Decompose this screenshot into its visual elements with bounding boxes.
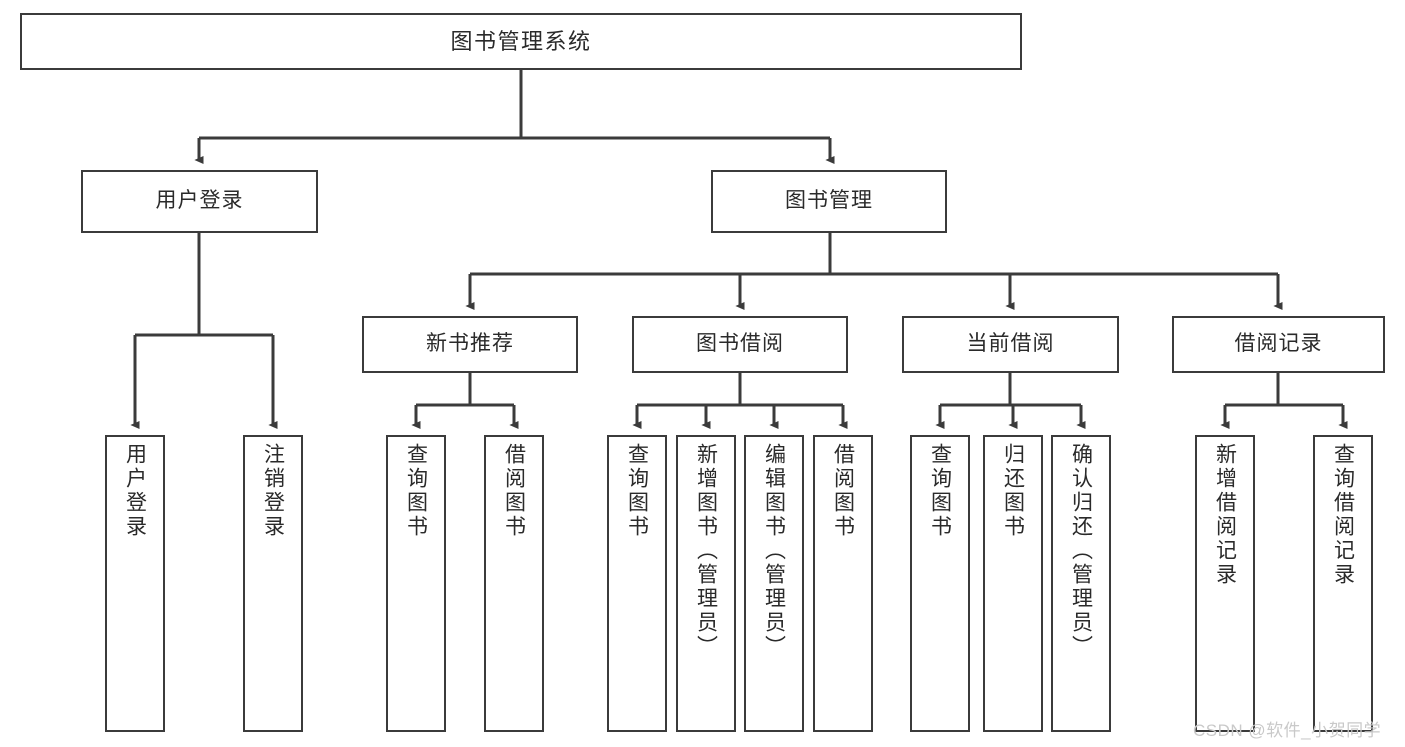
node-label: 图书借阅 <box>696 332 784 356</box>
node-label: 新增借阅记录 <box>1213 443 1237 587</box>
node-label: 注销登录 <box>261 443 285 539</box>
node-book-management[interactable]: 图书管理 <box>711 170 947 233</box>
node-book-borrow[interactable]: 图书借阅 <box>632 316 848 373</box>
node-label: 新书推荐 <box>426 332 514 356</box>
node-root-system[interactable]: 图书管理系统 <box>20 13 1022 70</box>
csdn-watermark: CSDN @软件_小贺同学 <box>1193 721 1382 740</box>
node-leaf-confirm-return-admin[interactable]: 确认归还（管理员） <box>1051 435 1111 732</box>
node-label: 用户登录 <box>155 189 244 213</box>
node-label: 图书管理系统 <box>450 28 592 54</box>
node-label: 图书管理 <box>785 189 873 213</box>
node-label: 借阅图书 <box>502 443 526 539</box>
node-borrow-record[interactable]: 借阅记录 <box>1172 316 1385 373</box>
node-leaf-borrow-book-2[interactable]: 借阅图书 <box>813 435 873 732</box>
node-leaf-borrow-book-1[interactable]: 借阅图书 <box>484 435 544 732</box>
node-label: 查询图书 <box>625 443 649 539</box>
node-leaf-add-book-admin[interactable]: 新增图书（管理员） <box>676 435 736 732</box>
node-leaf-logout-login[interactable]: 注销登录 <box>243 435 303 732</box>
node-label: 编辑图书（管理员） <box>762 443 786 659</box>
node-label: 归还图书 <box>1001 443 1025 539</box>
node-label: 查询借阅记录 <box>1331 443 1355 587</box>
node-current-borrow[interactable]: 当前借阅 <box>902 316 1119 373</box>
node-leaf-return-book[interactable]: 归还图书 <box>983 435 1043 732</box>
node-new-book-recommend[interactable]: 新书推荐 <box>362 316 578 373</box>
node-label: 当前借阅 <box>966 332 1055 356</box>
node-label: 借阅记录 <box>1234 332 1323 356</box>
node-label: 借阅图书 <box>831 443 855 539</box>
node-leaf-user-login[interactable]: 用户登录 <box>105 435 165 732</box>
node-leaf-add-borrow-record[interactable]: 新增借阅记录 <box>1195 435 1255 732</box>
node-leaf-query-borrow-record[interactable]: 查询借阅记录 <box>1313 435 1373 732</box>
node-label: 确认归还（管理员） <box>1069 443 1093 659</box>
node-user-login[interactable]: 用户登录 <box>81 170 318 233</box>
node-leaf-query-book-3[interactable]: 查询图书 <box>910 435 970 732</box>
node-label: 用户登录 <box>123 443 147 539</box>
node-label: 新增图书（管理员） <box>694 443 718 659</box>
node-leaf-query-book-2[interactable]: 查询图书 <box>607 435 667 732</box>
node-label: 查询图书 <box>404 443 428 539</box>
node-label: 查询图书 <box>928 443 952 539</box>
node-leaf-edit-book-admin[interactable]: 编辑图书（管理员） <box>744 435 804 732</box>
node-leaf-query-book-1[interactable]: 查询图书 <box>386 435 446 732</box>
